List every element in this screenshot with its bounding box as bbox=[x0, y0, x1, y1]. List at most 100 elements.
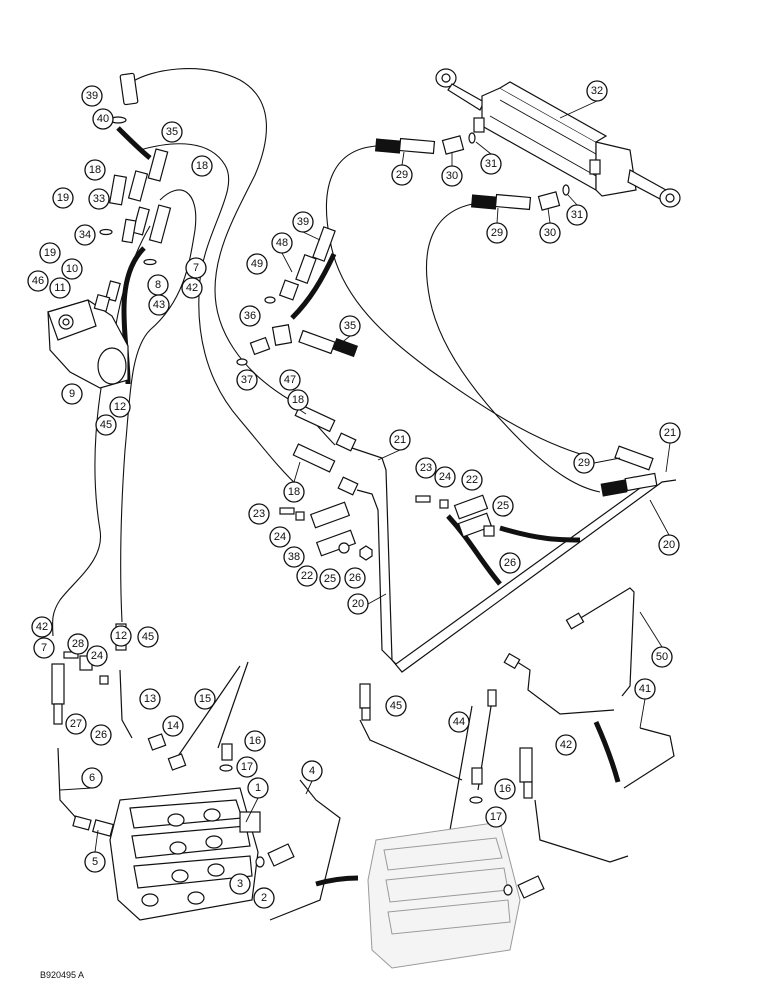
part-callout-42: 42 bbox=[31, 616, 53, 638]
callout-circle bbox=[109, 396, 131, 418]
callout-circle bbox=[148, 294, 170, 316]
leader-lines bbox=[59, 100, 671, 853]
callout-number: 10 bbox=[66, 263, 78, 275]
part-callout-45: 45 bbox=[95, 414, 117, 436]
callout-number: 17 bbox=[241, 761, 253, 773]
part-callout-12: 12 bbox=[109, 396, 131, 418]
callout-circle bbox=[244, 730, 266, 752]
part-callout-34: 34 bbox=[74, 224, 96, 246]
callout-number: 43 bbox=[153, 299, 165, 311]
part-callout-48: 48 bbox=[271, 232, 293, 254]
callout-number: 25 bbox=[324, 573, 336, 585]
part-callout-23: 23 bbox=[248, 503, 270, 525]
fittings bbox=[51, 72, 658, 899]
callout-circle bbox=[110, 625, 132, 647]
callout-number: 39 bbox=[86, 90, 98, 102]
callout-circle bbox=[39, 242, 61, 264]
callout-circle bbox=[229, 873, 251, 895]
callout-circle bbox=[391, 164, 413, 186]
part-callout-25: 25 bbox=[492, 495, 514, 517]
part-callout-11: 11 bbox=[49, 277, 71, 299]
part-callout-24: 24 bbox=[269, 526, 291, 548]
part-callout-43: 43 bbox=[148, 294, 170, 316]
callout-circle bbox=[486, 222, 508, 244]
callout-number: 41 bbox=[639, 683, 651, 695]
callout-circle bbox=[90, 724, 112, 746]
callout-number: 27 bbox=[70, 718, 82, 730]
part-callout-2: 2 bbox=[253, 887, 275, 909]
callout-number: 23 bbox=[253, 508, 265, 520]
callout-circle bbox=[185, 257, 207, 279]
steering-unit bbox=[47, 299, 129, 389]
callout-number: 23 bbox=[420, 462, 432, 474]
callout-number: 45 bbox=[390, 700, 402, 712]
callout-circle bbox=[52, 187, 74, 209]
part-callout-18: 18 bbox=[287, 389, 309, 411]
callout-number: 49 bbox=[251, 258, 263, 270]
callout-circle bbox=[49, 277, 71, 299]
part-callout-3: 3 bbox=[229, 873, 251, 895]
callout-circle bbox=[247, 777, 269, 799]
callout-circle bbox=[194, 688, 216, 710]
callout-number: 18 bbox=[89, 164, 101, 176]
callout-number: 30 bbox=[544, 227, 556, 239]
part-callout-47: 47 bbox=[279, 369, 301, 391]
callout-number: 14 bbox=[167, 720, 179, 732]
part-callout-10: 10 bbox=[61, 258, 83, 280]
callout-number: 7 bbox=[193, 262, 199, 274]
callout-number: 22 bbox=[466, 474, 478, 486]
callout-number: 17 bbox=[490, 811, 502, 823]
part-callout-29: 29 bbox=[573, 452, 595, 474]
callout-number: 47 bbox=[284, 374, 296, 386]
callout-number: 2 bbox=[261, 892, 267, 904]
part-callout-30: 30 bbox=[441, 165, 463, 187]
callout-circle bbox=[555, 734, 577, 756]
part-callout-24: 24 bbox=[434, 466, 456, 488]
callout-number: 5 bbox=[92, 856, 98, 868]
callout-number: 6 bbox=[89, 772, 95, 784]
callout-number: 25 bbox=[497, 500, 509, 512]
callout-circle bbox=[248, 503, 270, 525]
callout-circle bbox=[269, 526, 291, 548]
callout-circle bbox=[319, 568, 341, 590]
callout-circle bbox=[434, 466, 456, 488]
callout-circle bbox=[344, 567, 366, 589]
callout-circle bbox=[33, 637, 55, 659]
callout-circle bbox=[61, 383, 83, 405]
callout-circle bbox=[651, 646, 673, 668]
callout-circle bbox=[494, 778, 516, 800]
part-callout-12: 12 bbox=[110, 625, 132, 647]
callout-number: 29 bbox=[396, 169, 408, 181]
part-callout-30: 30 bbox=[539, 222, 561, 244]
callout-circle bbox=[658, 534, 680, 556]
part-callout-16: 16 bbox=[494, 778, 516, 800]
callout-number: 36 bbox=[244, 310, 256, 322]
part-callout-27: 27 bbox=[65, 713, 87, 735]
callout-circle bbox=[283, 546, 305, 568]
callout-number: 26 bbox=[349, 572, 361, 584]
callout-circle bbox=[139, 688, 161, 710]
callout-circle bbox=[74, 224, 96, 246]
callout-circle bbox=[573, 452, 595, 474]
callout-number: 22 bbox=[301, 570, 313, 582]
part-callout-22: 22 bbox=[461, 469, 483, 491]
callout-circle bbox=[67, 633, 89, 655]
part-callout-45: 45 bbox=[137, 626, 159, 648]
callout-number: 29 bbox=[578, 457, 590, 469]
callout-circle bbox=[84, 159, 106, 181]
callout-number: 31 bbox=[571, 209, 583, 221]
callout-number: 3 bbox=[237, 878, 243, 890]
callout-circle bbox=[27, 270, 49, 292]
callout-circle bbox=[485, 806, 507, 828]
callout-number: 42 bbox=[36, 621, 48, 633]
part-callout-16: 16 bbox=[244, 730, 266, 752]
part-callout-29: 29 bbox=[391, 164, 413, 186]
ghost-valve-block bbox=[367, 821, 521, 969]
callout-circle bbox=[347, 593, 369, 615]
part-callout-33: 33 bbox=[88, 188, 110, 210]
part-callout-18: 18 bbox=[84, 159, 106, 181]
part-callout-1: 1 bbox=[247, 777, 269, 799]
callout-number: 33 bbox=[93, 193, 105, 205]
callout-number: 24 bbox=[439, 471, 451, 483]
